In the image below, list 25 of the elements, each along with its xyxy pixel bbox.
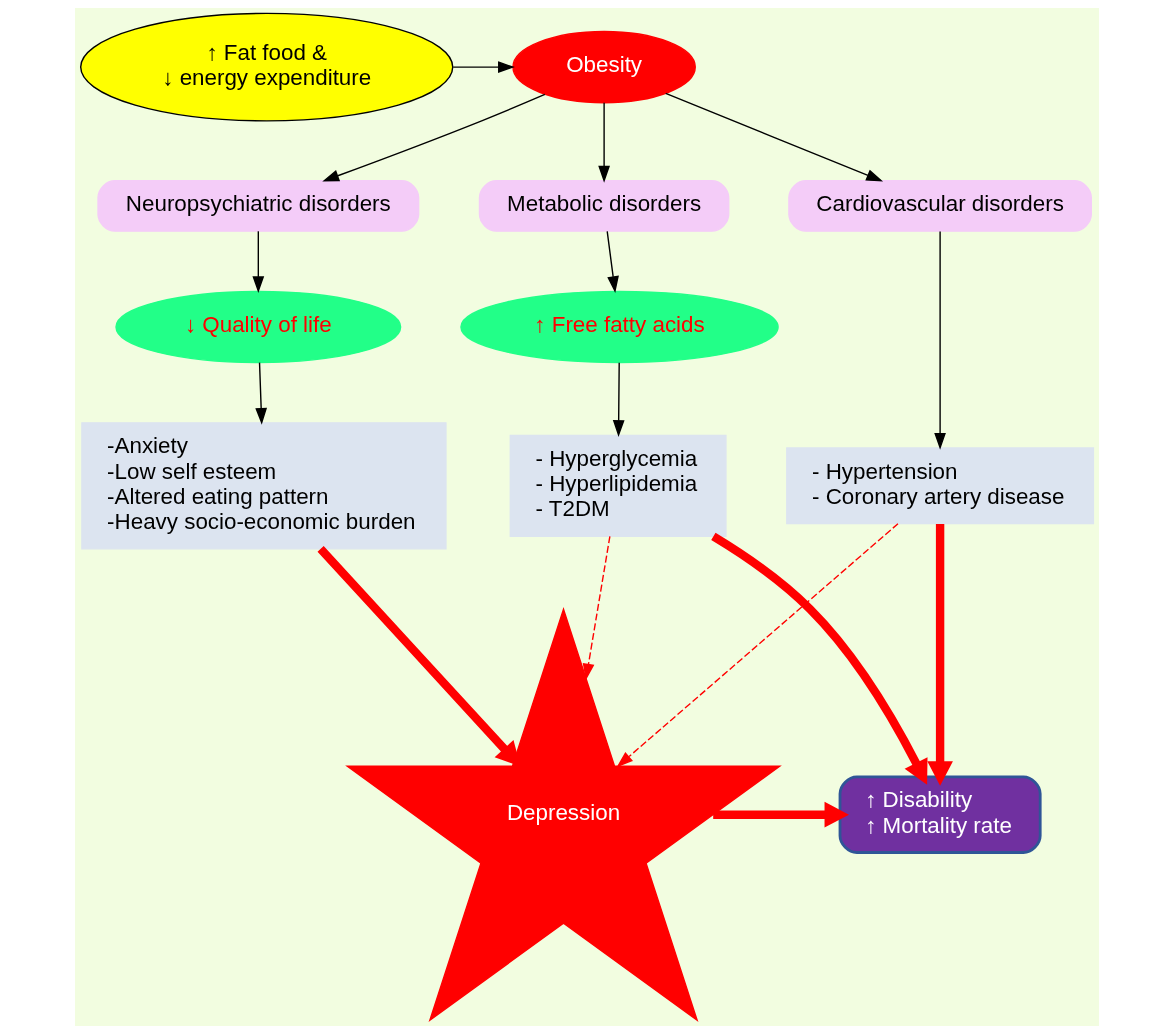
arrow <box>927 524 953 786</box>
arrow <box>665 92 884 182</box>
arrow <box>616 522 899 768</box>
node-box: - Hyperglycemia - Hyperlipidemia - T2DM <box>509 434 727 537</box>
arrow <box>255 361 268 425</box>
node-box: Cardiovascular disorders <box>788 180 1092 232</box>
node-ellipse: ↑ Free fatty acids <box>460 290 779 364</box>
arrow <box>612 361 625 437</box>
node-box: -Anxiety -Low self esteem -Altered eating pattern -Heavy socio-economic burden <box>81 422 447 550</box>
arrow <box>598 102 610 183</box>
node-box: ↑ Disability ↑ Mortality rate <box>838 775 1042 854</box>
node-box: Metabolic disorders <box>478 180 730 232</box>
arrow <box>252 230 265 294</box>
arrow <box>452 61 515 73</box>
node-ellipse: ↑ Fat food & ↓ energy expenditure <box>80 12 454 122</box>
node-box: Neuropsychiatric disorders <box>97 180 420 232</box>
arrow <box>582 535 611 681</box>
arrow <box>322 93 546 182</box>
node-ellipse: ↓ Quality of life <box>115 290 402 364</box>
arrow <box>713 801 849 828</box>
node-ellipse: Obesity <box>512 30 696 104</box>
arrow <box>711 532 928 785</box>
node-box: - Hypertension - Coronary artery disease <box>786 447 1095 525</box>
arrow <box>934 230 946 450</box>
arrow <box>606 230 619 294</box>
